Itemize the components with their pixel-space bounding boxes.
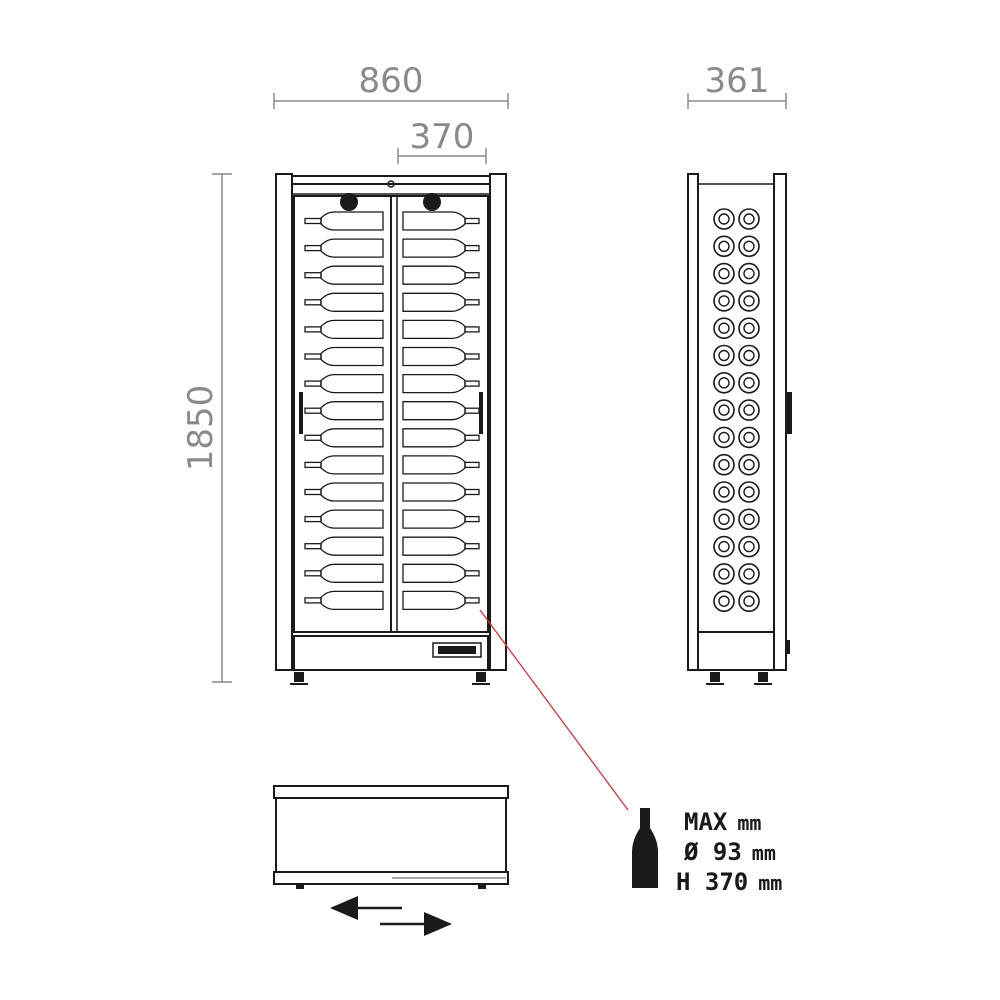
dimension-height-label: 1850 (181, 385, 221, 472)
dimension-height (212, 173, 232, 683)
top-view (273, 785, 509, 889)
side-bottle-end (738, 453, 760, 476)
front-bottle-left (304, 536, 384, 556)
side-bottle-end (738, 481, 760, 503)
side-bottle-end (713, 453, 735, 476)
front-view-bottles (304, 211, 480, 611)
front-bottle-left (304, 373, 384, 394)
side-bottle-end (738, 235, 760, 258)
front-bottle-left (304, 455, 384, 475)
front-bottle-right (402, 238, 480, 258)
front-view (275, 173, 507, 685)
dimension-depth-label: 361 (705, 61, 770, 101)
front-bottle-left (304, 265, 384, 285)
side-bottle-end (738, 590, 760, 613)
side-bottle-end (738, 399, 760, 421)
side-bottle-end (713, 371, 735, 394)
front-bottle-right (402, 536, 480, 556)
front-bottle-right (402, 590, 480, 611)
front-bottle-left (304, 563, 384, 583)
side-bottle-end (738, 317, 760, 340)
side-view-bottle-ends (713, 208, 760, 613)
side-bottle-end (713, 508, 735, 531)
front-bottle-left (304, 509, 384, 529)
side-bottle-end (738, 208, 760, 230)
side-bottle-end (738, 290, 760, 312)
side-bottle-end (713, 344, 735, 367)
side-bottle-end (738, 535, 760, 558)
side-bottle-end (713, 481, 735, 503)
front-bottle-left (304, 401, 384, 421)
sliding-door-arrows (330, 896, 452, 936)
front-bottle-right (402, 509, 480, 529)
side-bottle-end (738, 563, 760, 585)
side-bottle-end (713, 262, 735, 285)
front-bottle-right (402, 265, 480, 285)
front-bottle-right (402, 428, 480, 448)
side-view (687, 173, 792, 685)
side-bottle-end (713, 426, 735, 449)
side-bottle-end (713, 208, 735, 230)
bottle-leader-line (479, 609, 629, 811)
front-bottle-right (402, 211, 480, 231)
front-bottle-right (402, 455, 480, 475)
front-bottle-left (304, 211, 384, 231)
side-bottle-end (713, 563, 735, 585)
front-bottle-left (304, 238, 384, 258)
side-bottle-end (713, 399, 735, 421)
side-bottle-end (738, 344, 760, 367)
dimension-width-label: 860 (359, 61, 424, 101)
wine-bottle-icon (632, 808, 658, 888)
front-bottle-right (402, 319, 480, 340)
dimension-width (273, 93, 509, 109)
side-bottle-end (713, 535, 735, 558)
front-bottle-right (402, 292, 480, 312)
side-bottle-end (713, 317, 735, 340)
dimension-depth (687, 93, 787, 109)
front-bottle-left (304, 346, 384, 367)
front-bottle-left (304, 319, 384, 340)
front-bottle-right (402, 401, 480, 421)
side-bottle-end (713, 590, 735, 613)
side-bottle-end (713, 290, 735, 312)
side-bottle-end (738, 426, 760, 449)
front-bottle-right (402, 482, 480, 502)
front-bottle-right (402, 373, 480, 394)
front-bottle-left (304, 428, 384, 448)
side-bottle-end (738, 508, 760, 531)
front-bottle-right (402, 563, 480, 583)
front-bottle-left (304, 292, 384, 312)
side-bottle-end (738, 371, 760, 394)
front-bottle-left (304, 482, 384, 502)
side-bottle-end (713, 235, 735, 258)
front-bottle-left (304, 590, 384, 611)
side-bottle-end (738, 262, 760, 285)
front-bottle-right (402, 346, 480, 367)
dimension-shelf-width (397, 148, 487, 164)
dimension-shelf-width-label: 370 (410, 117, 475, 157)
